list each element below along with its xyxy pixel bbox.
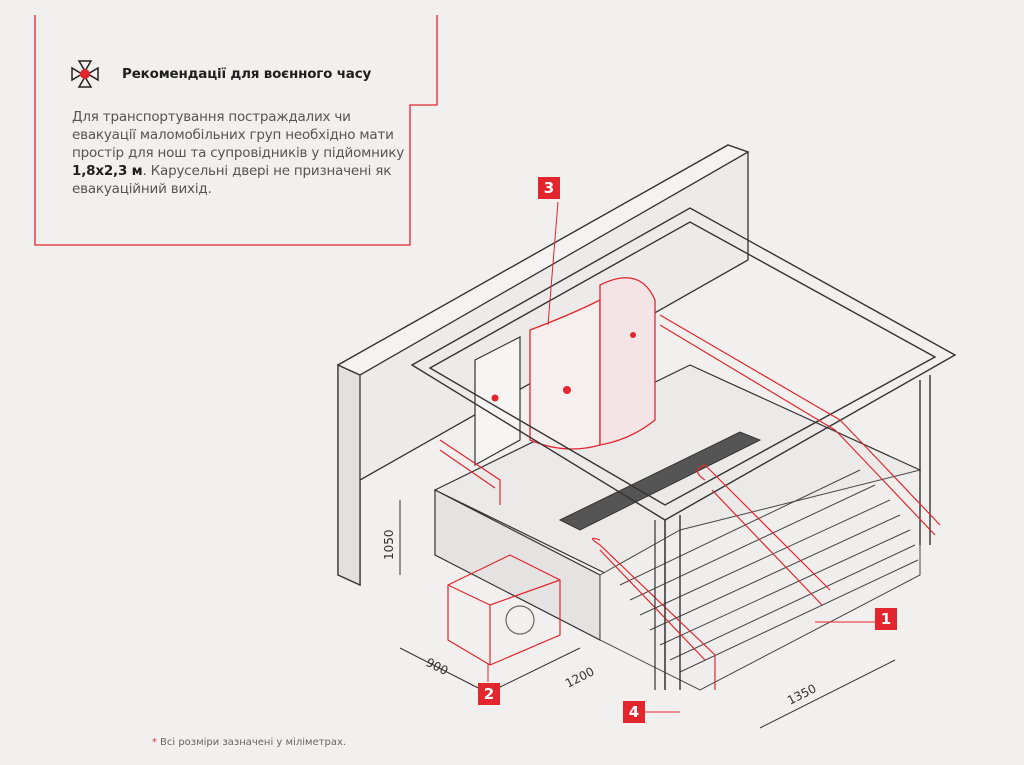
revolving-door — [529, 277, 656, 450]
military-cross-icon — [71, 60, 99, 88]
card-title: Рекомендації для воєнного часу — [122, 66, 372, 82]
handrails — [439, 314, 941, 690]
card-text: Для транспортування постраждалих чи евак… — [72, 109, 405, 197]
footnote: *Всі розміри зазначені у міліметрах. — [152, 737, 347, 748]
dimension-height: 1050 — [382, 529, 396, 560]
door — [474, 336, 521, 467]
dimension-lines — [399, 201, 896, 729]
dimension-stair-width: 1350 — [785, 681, 819, 707]
marker-1: 1 — [875, 608, 897, 630]
platform-lift — [447, 554, 561, 666]
floor-grate — [558, 431, 762, 531]
marker-2: 2 — [478, 683, 500, 705]
dimension-lift-width: 900 — [424, 655, 451, 678]
marker-4: 4 — [623, 701, 645, 723]
drainpipe — [654, 520, 666, 690]
marker-3: 3 — [538, 177, 560, 199]
card-frame — [34, 15, 438, 246]
dimension-lift-depth: 1200 — [563, 664, 597, 690]
